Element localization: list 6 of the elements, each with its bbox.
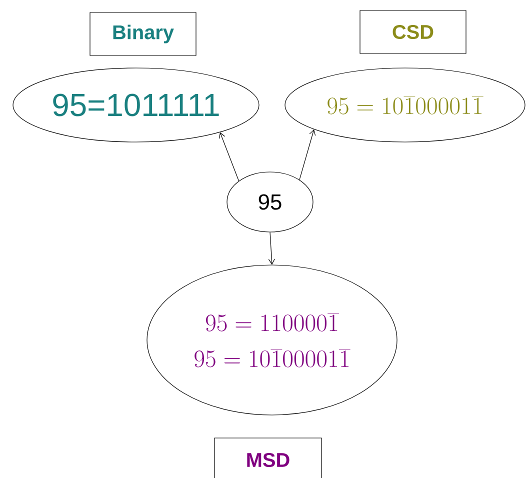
- arrow: [268, 232, 275, 265]
- label-box: MSD: [214, 438, 322, 478]
- arrow: [218, 132, 240, 182]
- arrow: [299, 129, 316, 180]
- label-box: CSD: [360, 10, 466, 54]
- label-box: Binary: [90, 12, 196, 56]
